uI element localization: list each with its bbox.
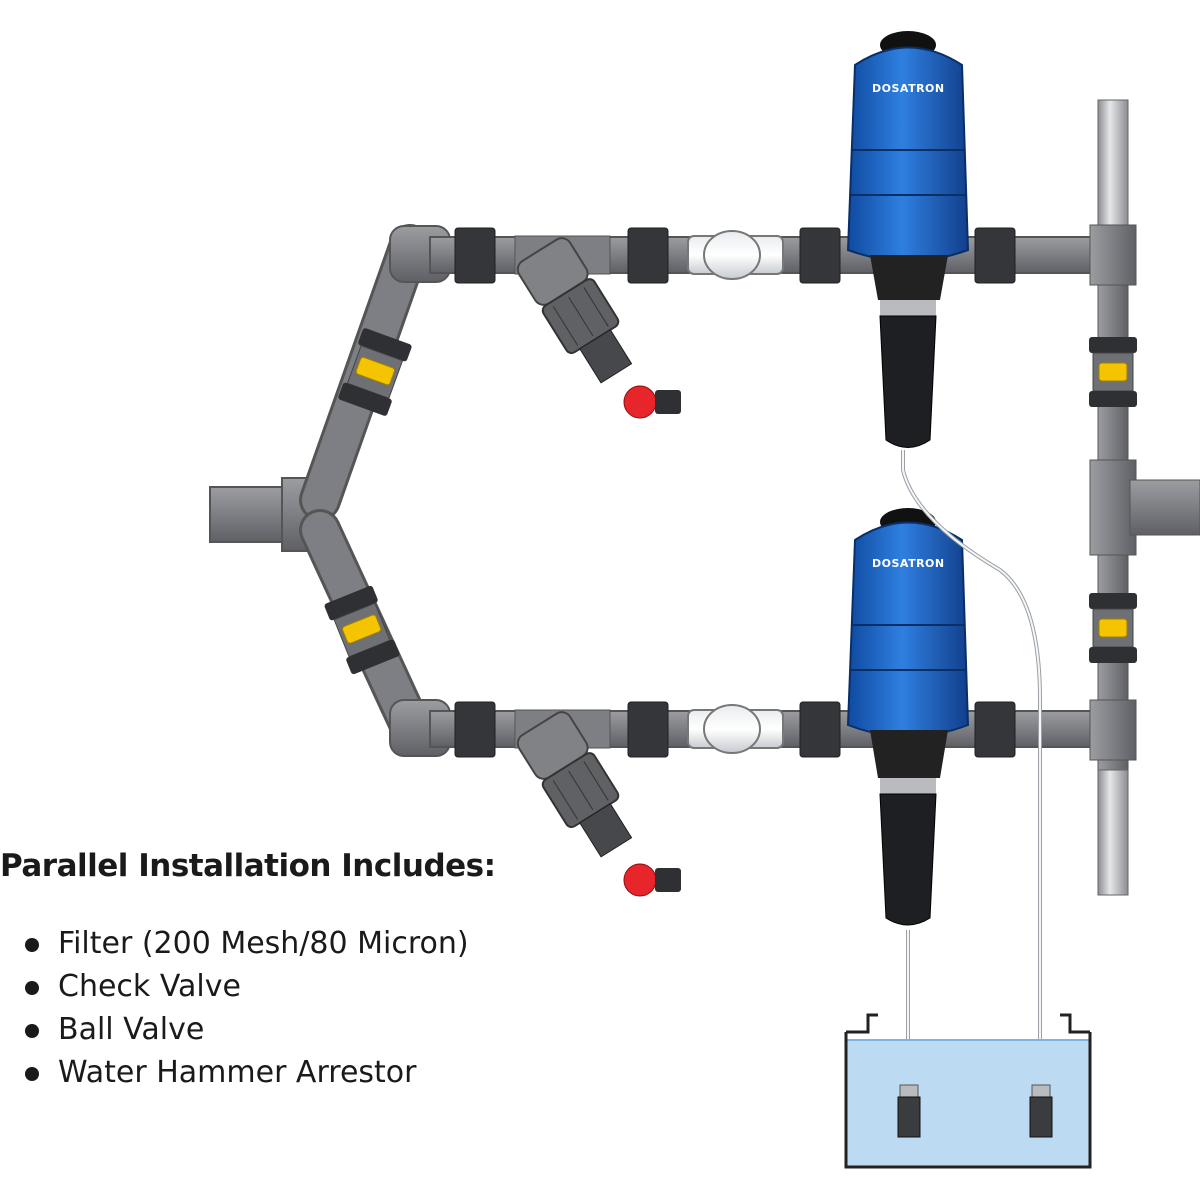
solution-tank (844, 1013, 1092, 1169)
check-valve-lower (687, 704, 784, 754)
ball-valve-upper-right[interactable] (1089, 337, 1137, 407)
dosatron-brand-label-lower: DOSATRON (872, 557, 945, 570)
list-item: Water Hammer Arrestor (22, 1051, 620, 1094)
suction-strainer-right (1029, 1084, 1053, 1138)
filter-lower (514, 709, 681, 897)
drain-valve-upper[interactable] (623, 385, 681, 419)
ball-valve-upper-left[interactable] (338, 327, 413, 416)
includes-section: Parallel Installation Includes: Filter (… (0, 848, 620, 1094)
suction-strainer-left (897, 1084, 921, 1138)
list-item: Check Valve (22, 965, 620, 1008)
ball-valve-lower-left[interactable] (324, 585, 401, 675)
right-vertical-pipe (1089, 224, 1200, 771)
water-hammer-arrestor-bottom (1097, 769, 1129, 896)
dosatron-upper: DOSATRON (846, 31, 970, 448)
dosatron-lower: DOSATRON (846, 508, 970, 926)
unions-upper (454, 227, 1016, 284)
drain-valve-lower[interactable] (623, 863, 681, 897)
check-valve-upper (687, 230, 784, 280)
list-item: Ball Valve (22, 1008, 620, 1051)
includes-list: Filter (200 Mesh/80 Micron) Check Valve … (0, 922, 620, 1094)
list-item: Filter (200 Mesh/80 Micron) (22, 922, 620, 965)
unions-lower (454, 701, 1016, 758)
includes-title: Parallel Installation Includes: (0, 848, 496, 884)
ball-valve-lower-right[interactable] (1089, 593, 1137, 663)
water-hammer-arrestor-top (1097, 99, 1129, 231)
dosatron-brand-label-upper: DOSATRON (872, 82, 945, 95)
filter-upper (514, 235, 681, 419)
suction-tube-upper (901, 450, 1042, 1085)
